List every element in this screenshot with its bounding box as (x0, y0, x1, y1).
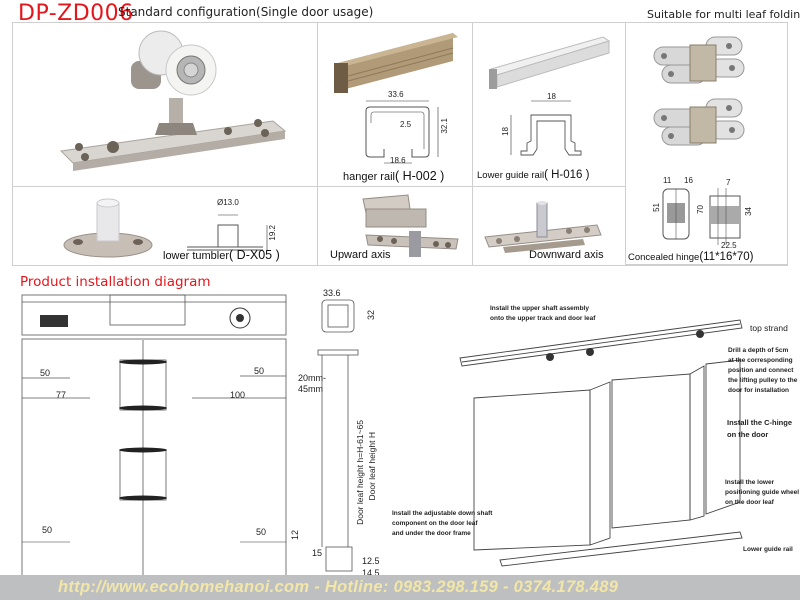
side-dim-14-5: 14.5 (362, 568, 380, 578)
hanger-rail-wall-dim: 2.5 (400, 120, 412, 129)
front-dim-12: 12 (290, 530, 300, 541)
side-door-height-H: Door leaf height H (367, 432, 377, 501)
hanger-rail-image (334, 33, 458, 164)
lower-guide-rail-label: Lower guide rail( H-016 ) (477, 169, 590, 181)
hinge-dim-16: 16 (684, 176, 693, 185)
hinge-dim-51: 51 (652, 203, 661, 212)
upward-axis-label: Upward axis (330, 249, 391, 261)
concealed-hinge-image (653, 36, 745, 245)
note-down-shaft: Install the adjustable down shaft compon… (392, 510, 493, 537)
note-lower-wheel: Install the lower positioning guide whee… (725, 479, 800, 506)
hanger-rail-opening-dim: 18.6 (390, 156, 406, 165)
tumbler-diameter-dim: Ø13.0 (217, 198, 239, 207)
upper-roller-image (59, 30, 287, 171)
side-dim-gap-top: 20mm- (298, 373, 327, 383)
suitable-for-label: Suitable for multi leaf foldin (647, 8, 800, 21)
note-top-strand: top strand (750, 323, 788, 333)
lower-guide-rail-width-dim: 18 (547, 92, 556, 101)
standard-configuration-label: Standard configuration(Single door usage… (118, 5, 374, 19)
note-lower-rail: Lower guide rail (743, 546, 793, 553)
side-dim-15: 15 (312, 548, 323, 558)
hinge-dim-34: 34 (744, 207, 753, 216)
hinge-dim-22-5: 22.5 (721, 241, 737, 250)
cell-lower-guide-rail: 18 18 Lower guide rail( H-016 ) (473, 23, 626, 187)
footer-contact: http://www.ecohomehanoi.com - Hotline: 0… (58, 578, 619, 596)
tumbler-height-dim: 19.2 (268, 225, 277, 241)
note-upper-shaft: Install the upper shaft assembly onto th… (490, 305, 596, 322)
side-dim-32: 32 (366, 310, 376, 321)
hanger-rail-label: hanger rail( H-002 ) (343, 169, 445, 183)
hinge-dim-11: 11 (663, 176, 672, 185)
front-dim-77: 77 (56, 390, 67, 400)
note-c-hinge: Install the C-hinge on the door (727, 418, 793, 439)
front-dim-bottom-right-50: 50 (256, 527, 267, 537)
side-section-drawing (317, 299, 359, 572)
downward-axis-image (484, 201, 602, 253)
hanger-rail-width-dim: 33.6 (388, 90, 404, 99)
installation-diagram-title: Product installation diagram (20, 274, 211, 290)
isometric-drawing (459, 319, 743, 567)
front-dim-right-50: 50 (254, 366, 265, 376)
concealed-hinge-label: Concealed hinge(11*16*70) (628, 251, 754, 263)
note-drill: Drill a depth of 5cm at the correspondin… (728, 347, 798, 394)
side-dim-gap-bottom: 45mm (298, 384, 324, 394)
model-code: DP-ZD006 (18, 1, 134, 26)
hanger-rail-height-dim: 32.1 (440, 118, 449, 134)
side-dim-33-6: 33.6 (323, 288, 341, 298)
cell-downward-axis: Downward axis (473, 187, 626, 265)
cell-concealed-hinge: 11 16 7 51 70 34 22.5 Concealed hinge(11… (626, 23, 787, 265)
lower-guide-rail-image (489, 36, 611, 156)
lower-guide-rail-height-dim: 18 (501, 127, 510, 136)
footer-banner: http://www.ecohomehanoi.com - Hotline: 0… (0, 575, 800, 600)
front-elevation-drawing (21, 294, 287, 575)
side-leaf-height-h: Door leaf height h=H-61~65 (355, 420, 365, 525)
front-dim-100: 100 (230, 390, 246, 400)
cell-hanger-rail: 33.6 2.5 32.1 18.6 hanger rail( H-002 ) (318, 23, 473, 187)
cell-upward-axis: Upward axis (318, 187, 473, 265)
hinge-dim-7: 7 (726, 178, 731, 187)
front-dim-bottom-left-50: 50 (42, 525, 53, 535)
lower-tumbler-image (63, 198, 268, 258)
downward-axis-label: Downward axis (529, 249, 604, 261)
hinge-dim-70: 70 (696, 205, 705, 214)
cell-lower-tumbler: Ø13.0 19.2 lower tumbler( D-X05 ) (13, 187, 318, 265)
upward-axis-image (362, 194, 459, 257)
cell-upper-roller (13, 23, 318, 187)
component-grid: 33.6 2.5 32.1 18.6 hanger rail( H-002 ) … (12, 22, 788, 266)
side-dim-12-5: 12.5 (362, 556, 380, 566)
lower-tumbler-label: lower tumbler( D-X05 ) (163, 248, 280, 262)
front-dim-left-50: 50 (40, 368, 51, 378)
